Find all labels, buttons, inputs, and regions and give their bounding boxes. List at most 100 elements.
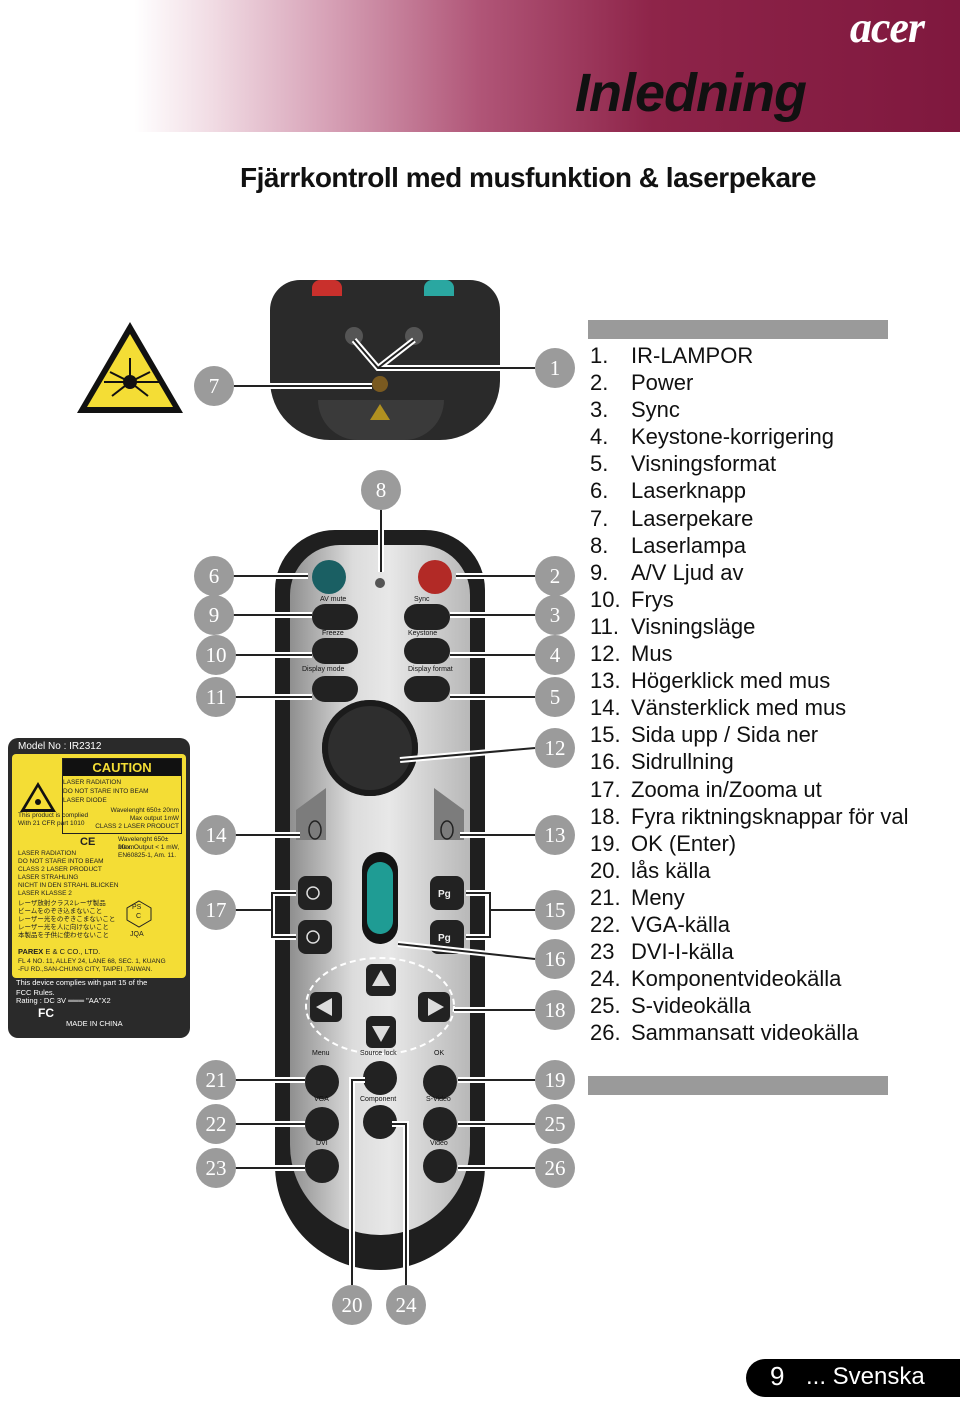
callout-5: 5 (535, 677, 575, 717)
video-label: Video (430, 1140, 448, 1147)
legend-item-number: 8. (590, 532, 609, 558)
legend-item-text: Mus (631, 641, 673, 667)
legend-item-text: DVI-I-källa (631, 939, 734, 965)
header-band (0, 0, 960, 132)
fcc-logo: FC (38, 1006, 54, 1020)
legend-item-number: 5. (590, 451, 609, 477)
legend-item-number: 22. (590, 911, 621, 937)
av-mute-label: AV mute (320, 596, 347, 603)
legend-item: 2. Power (590, 369, 920, 396)
callout-26: 26 (535, 1148, 575, 1188)
callout-24: 24 (386, 1285, 426, 1325)
legend-item-text: Sync (631, 397, 680, 423)
jp-line: レーザー光を人に向けないこと (18, 924, 109, 931)
legend-item-number: 24. (590, 966, 621, 992)
legend-item: 13.Högerklick med mus (590, 667, 920, 694)
legend-item: 7. Laserpekare (590, 505, 920, 532)
legend-item-number: 14. (590, 695, 621, 721)
legend-item-text: Frys (631, 586, 674, 612)
page-up-button (430, 876, 464, 910)
legend-item-text: Sidrullning (631, 749, 734, 775)
legend-item-number: 25. (590, 993, 621, 1019)
freeze-button (312, 638, 358, 664)
fcc-line-1: This device complies with part 15 of the (16, 978, 148, 987)
language-label: ... Svenska (806, 1363, 925, 1390)
av-mute-button (312, 604, 358, 630)
legend-item: 22. VGA-källa (590, 911, 920, 938)
caution-line: LASER DIODE (63, 797, 107, 804)
cfr-text: With 21 CFR part 1010 (18, 820, 85, 827)
jp-line: レーザ放射クラス2レーザ製品 (18, 900, 106, 907)
legend-item: 26. Sammansatt videokälla (590, 1019, 920, 1046)
legend-item-text: Sammansatt videokälla (631, 1020, 859, 1046)
legend-item-text: VGA-källa (631, 911, 731, 937)
en-standard-text: EN60825-1, Am. 11. (118, 852, 177, 859)
legend-item-number: 18. (590, 803, 621, 829)
ps-c-mark: C (136, 913, 142, 920)
legend-item-number: 9. (590, 559, 609, 585)
legend-item: 14. Vänsterklick med mus (590, 694, 920, 721)
s-video-label: S-Video (426, 1096, 451, 1103)
class-product-text: CLASS 2 LASER PRODUCT (95, 823, 179, 830)
callout-7: 7 (194, 366, 234, 406)
legend-item-text: Power (631, 370, 694, 396)
legend-item-number: 3. (590, 397, 609, 423)
zoom-in-button (298, 876, 332, 910)
legend-item: 12. Mus (590, 640, 920, 667)
legend-item-text: Laserlampa (631, 532, 746, 558)
address-line-2: -FU RD.,SAN-CHUNG CITY, TAIPEI ,TAIWAN. (18, 966, 153, 973)
warn-line: LASER KLASSE 2 (18, 890, 72, 897)
jqa-mark: JQA (130, 931, 144, 938)
legend-item-text: Vänsterklick med mus (631, 695, 847, 721)
legend-item-text: Keystone-korrigering (631, 424, 834, 450)
display-mode-label: Display mode (302, 666, 345, 673)
callout-20: 20 (332, 1285, 372, 1325)
legend-item-number: 19. (590, 830, 621, 856)
caution-line: DO NOT STARE INTO BEAM (63, 788, 149, 795)
warn-line: DO NOT STARE INTO BEAM (18, 858, 104, 865)
page-number-badge: 9 ... Svenska (746, 1359, 960, 1397)
legend-item: 5.Visningsformat (590, 450, 920, 477)
warn-line: CLASS 2 LASER PRODUCT (18, 866, 102, 873)
legend-item-text: Högerklick med mus (631, 668, 831, 694)
laser-button (312, 560, 346, 594)
callout-1: 1 (535, 348, 575, 388)
callout-11: 11 (196, 677, 236, 717)
legend-item-number: 16. (590, 749, 621, 775)
jp-line: ビームをのぞき込まないこと (18, 908, 103, 915)
legend-item-text: OK (Enter) (631, 830, 737, 856)
legend-item: 6.Laserknapp (590, 477, 920, 504)
legend-item-text: Laserpekare (631, 505, 754, 531)
callout-15: 15 (535, 890, 575, 930)
legend-item: 19. OK (Enter) (590, 830, 920, 857)
callout-17: 17 (196, 890, 236, 930)
callout-10: 10 (196, 635, 236, 675)
legend-item: 15.Sida upp / Sida ner (590, 721, 920, 748)
callout-25: 25 (535, 1104, 575, 1144)
legend-item-number: 11. (590, 613, 619, 639)
menu-label: Menu (312, 1050, 330, 1057)
legend-item-text: Fyra riktningsknappar för val (631, 803, 909, 829)
product-label: Model No : IR2312 CAUTION LASER RADIATIO… (8, 738, 190, 1038)
callout-4: 4 (535, 635, 575, 675)
legend-bottom-bar (588, 1076, 888, 1095)
ps-mark-icon (126, 900, 152, 928)
legend-item-number: 26. (590, 1020, 621, 1046)
legend-item-text: Meny (631, 884, 685, 910)
section-title: Inledning (575, 63, 807, 123)
power-button (418, 560, 452, 594)
legend-item-number: 12. (590, 641, 621, 667)
laser-small-icon (20, 782, 56, 812)
legend-item-number: 2. (590, 370, 609, 396)
jp-line: レーザー光をのぞきこまないこと (18, 916, 116, 923)
legend-item-number: 7. (590, 505, 609, 531)
legend-item: 18. Fyra riktningsknappar för val (590, 803, 920, 830)
caution-title: CAUTION (63, 759, 181, 776)
legend-item-number: 1. (590, 343, 609, 368)
legend-item-number: 21. (590, 884, 621, 910)
legend-top-bar (588, 320, 888, 339)
legend-item: 11.Visningsläge (590, 613, 920, 640)
page-down-label: Pg (438, 933, 451, 944)
